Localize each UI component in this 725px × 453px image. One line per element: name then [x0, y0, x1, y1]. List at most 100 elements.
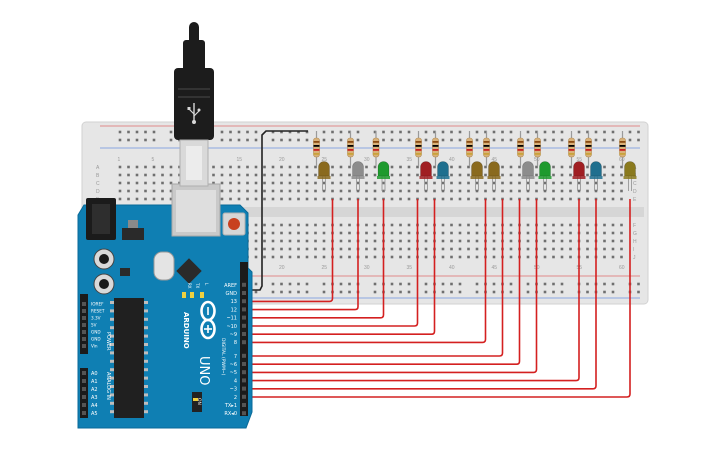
- resistor[interactable]: [347, 131, 354, 166]
- terminal-hole[interactable]: [620, 189, 623, 193]
- terminal-hole[interactable]: [441, 181, 445, 185]
- terminal-hole[interactable]: [365, 173, 368, 177]
- terminal-hole[interactable]: [543, 197, 547, 201]
- terminal-hole[interactable]: [535, 181, 538, 185]
- rail-hole[interactable]: [382, 138, 385, 142]
- rail-hole[interactable]: [390, 290, 394, 294]
- rail-hole[interactable]: [611, 282, 615, 286]
- terminal-hole[interactable]: [467, 173, 470, 177]
- terminal-hole[interactable]: [458, 231, 462, 235]
- signal-wire[interactable]: [247, 199, 631, 398]
- terminal-hole[interactable]: [390, 231, 394, 235]
- led[interactable]: [487, 161, 501, 191]
- terminal-hole[interactable]: [348, 231, 351, 235]
- rail-hole[interactable]: [492, 290, 496, 294]
- terminal-hole[interactable]: [586, 189, 589, 193]
- terminal-hole[interactable]: [373, 197, 377, 201]
- terminal-hole[interactable]: [501, 173, 504, 177]
- terminal-hole[interactable]: [407, 165, 411, 169]
- rail-hole[interactable]: [560, 290, 564, 294]
- terminal-hole[interactable]: [620, 197, 623, 201]
- signal-wire[interactable]: [247, 199, 334, 303]
- terminal-hole[interactable]: [305, 255, 309, 259]
- rail-hole[interactable]: [373, 130, 377, 134]
- terminal-hole[interactable]: [467, 189, 470, 193]
- rail-hole[interactable]: [390, 130, 394, 134]
- terminal-hole[interactable]: [297, 197, 300, 201]
- terminal-hole[interactable]: [552, 231, 555, 235]
- terminal-hole[interactable]: [424, 223, 428, 227]
- rail-hole[interactable]: [390, 282, 394, 286]
- power-pin[interactable]: [82, 316, 86, 320]
- terminal-hole[interactable]: [288, 173, 292, 177]
- terminal-hole[interactable]: [254, 247, 258, 251]
- terminal-hole[interactable]: [560, 239, 564, 243]
- terminal-hole[interactable]: [450, 181, 453, 185]
- terminal-hole[interactable]: [288, 247, 292, 251]
- terminal-hole[interactable]: [526, 247, 530, 251]
- terminal-hole[interactable]: [305, 197, 309, 201]
- terminal-hole[interactable]: [552, 197, 555, 201]
- terminal-hole[interactable]: [305, 173, 309, 177]
- rail-hole[interactable]: [526, 282, 530, 286]
- terminal-hole[interactable]: [246, 197, 249, 201]
- terminal-hole[interactable]: [297, 165, 300, 169]
- terminal-hole[interactable]: [144, 165, 147, 169]
- terminal-hole[interactable]: [450, 231, 453, 235]
- terminal-hole[interactable]: [407, 181, 411, 185]
- rail-hole[interactable]: [501, 130, 504, 134]
- terminal-hole[interactable]: [263, 197, 266, 201]
- rail-hole[interactable]: [118, 138, 122, 142]
- terminal-hole[interactable]: [246, 165, 249, 169]
- rail-hole[interactable]: [628, 138, 632, 142]
- rail-hole[interactable]: [144, 130, 147, 134]
- terminal-hole[interactable]: [339, 255, 343, 259]
- terminal-hole[interactable]: [467, 255, 470, 259]
- rail-hole[interactable]: [288, 290, 292, 294]
- rail-hole[interactable]: [399, 282, 402, 286]
- terminal-hole[interactable]: [475, 189, 479, 193]
- terminal-hole[interactable]: [305, 239, 309, 243]
- resistor[interactable]: [517, 131, 524, 166]
- rail-hole[interactable]: [135, 138, 139, 142]
- terminal-hole[interactable]: [152, 165, 156, 169]
- terminal-hole[interactable]: [441, 255, 445, 259]
- rail-hole[interactable]: [458, 130, 462, 134]
- terminal-hole[interactable]: [348, 223, 351, 227]
- terminal-hole[interactable]: [229, 197, 232, 201]
- rail-hole[interactable]: [339, 282, 343, 286]
- terminal-hole[interactable]: [365, 231, 368, 235]
- terminal-hole[interactable]: [467, 165, 470, 169]
- terminal-hole[interactable]: [569, 255, 572, 259]
- terminal-hole[interactable]: [322, 247, 326, 251]
- terminal-hole[interactable]: [390, 197, 394, 201]
- rail-hole[interactable]: [246, 130, 249, 134]
- terminal-hole[interactable]: [620, 231, 623, 235]
- terminal-hole[interactable]: [331, 165, 334, 169]
- rail-hole[interactable]: [433, 130, 436, 134]
- resistor[interactable]: [432, 131, 439, 166]
- terminal-hole[interactable]: [603, 181, 606, 185]
- signal-wire[interactable]: [247, 199, 419, 327]
- terminal-hole[interactable]: [322, 197, 326, 201]
- terminal-hole[interactable]: [475, 231, 479, 235]
- terminal-hole[interactable]: [263, 181, 266, 185]
- terminal-hole[interactable]: [620, 181, 623, 185]
- rail-hole[interactable]: [135, 130, 139, 134]
- terminal-hole[interactable]: [339, 231, 343, 235]
- terminal-hole[interactable]: [127, 173, 130, 177]
- terminal-hole[interactable]: [467, 197, 470, 201]
- terminal-hole[interactable]: [484, 181, 487, 185]
- terminal-hole[interactable]: [424, 255, 428, 259]
- rail-hole[interactable]: [127, 130, 130, 134]
- terminal-hole[interactable]: [399, 255, 402, 259]
- terminal-hole[interactable]: [297, 247, 300, 251]
- terminal-hole[interactable]: [586, 231, 589, 235]
- terminal-hole[interactable]: [560, 197, 564, 201]
- terminal-hole[interactable]: [280, 197, 283, 201]
- rail-hole[interactable]: [322, 282, 326, 286]
- terminal-hole[interactable]: [127, 165, 130, 169]
- power-pin[interactable]: [82, 337, 86, 341]
- terminal-hole[interactable]: [152, 189, 156, 193]
- digital-pin[interactable]: [242, 291, 246, 295]
